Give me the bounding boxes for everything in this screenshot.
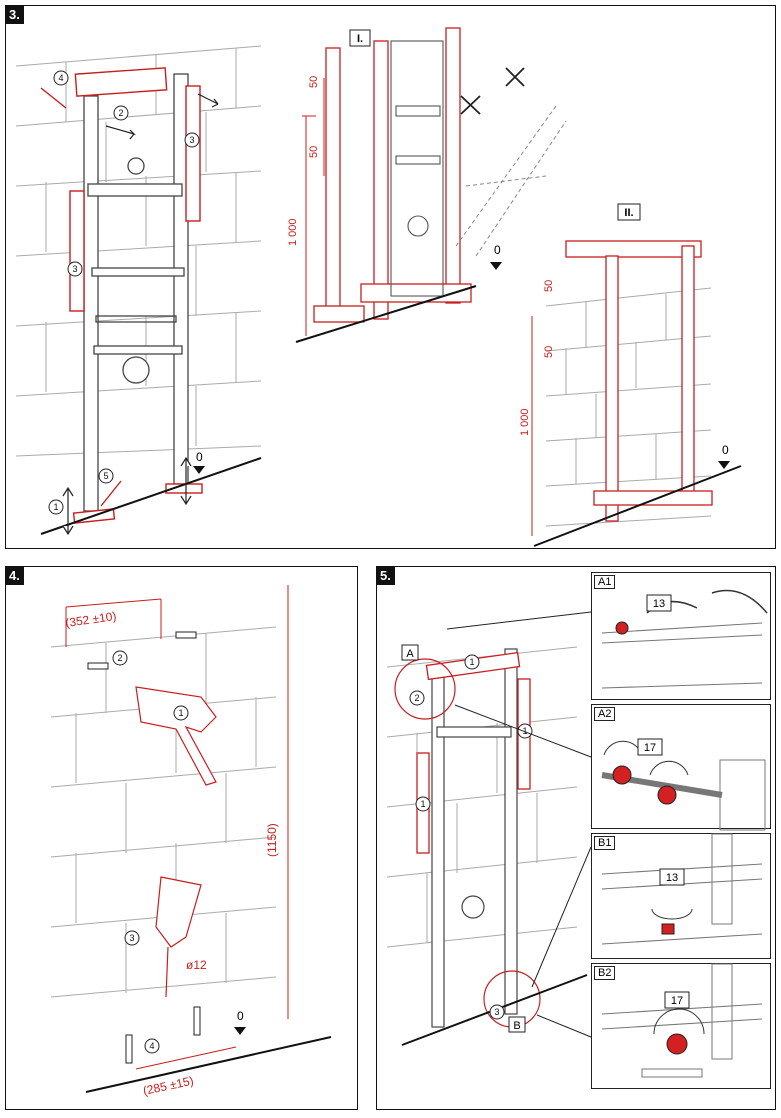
step-markers: [409, 654, 533, 1020]
marker-1: 1: [178, 708, 183, 718]
leader-lines: [446, 611, 592, 1038]
installation-frame: [431, 648, 518, 1028]
step-3-illustration: 4 2 3 3 5 1 0 I.: [15, 27, 742, 547]
detail-a2-drawing: 17: [601, 738, 766, 831]
step-number: 4.: [6, 567, 24, 585]
floor-line: [85, 1036, 332, 1093]
variant-1-label: I.: [357, 33, 363, 45]
variant-1-rails: [313, 27, 472, 323]
marker-3b: 3: [72, 264, 77, 274]
step-number: 5.: [377, 567, 395, 585]
callout-a: A: [406, 648, 414, 660]
step-number: 3.: [6, 6, 24, 24]
marker-3a: 3: [189, 135, 194, 145]
dimension-lines: [65, 585, 289, 1070]
detail-a2: A2 17: [591, 704, 771, 831]
wrench-size-13b: 13: [666, 872, 678, 884]
dim-50-mid: 50: [308, 146, 320, 158]
marker-4: 4: [58, 73, 63, 83]
zero-level-label: 0: [196, 450, 203, 464]
marker-2: 2: [117, 653, 122, 663]
detail-b2-tag: B2: [594, 966, 616, 980]
detail-a2-tag: A2: [594, 707, 616, 721]
callout-b: B: [513, 1020, 520, 1032]
step-markers: [112, 650, 189, 1054]
floor-line-2: [533, 465, 742, 547]
floor-line: [40, 457, 262, 535]
step-5-panel: 5. 1 1 1 2 3: [376, 566, 776, 1110]
detail-b2: B2 17: [591, 963, 771, 1089]
dim-50-mid-2: 50: [543, 346, 555, 358]
zero-level-label: 0: [237, 1009, 244, 1023]
detail-b1-drawing: 13: [601, 833, 763, 945]
brick-wall: [50, 626, 277, 998]
zero-marker-icon: [234, 1027, 246, 1035]
dim-50-top-2: 50: [543, 280, 555, 292]
wall-plugs: [87, 631, 201, 1064]
step-5-illustration: 1 1 1 2 3 A B: [386, 611, 592, 1046]
variant-2-label: II.: [624, 207, 633, 219]
marker-1c: 1: [420, 799, 425, 809]
detail-b2-drawing: 17: [601, 963, 763, 1078]
dim-1000-2: 1 000: [519, 408, 531, 436]
zero-level-label-2: 0: [722, 443, 729, 457]
variant-2-box: [617, 203, 641, 221]
marker-1a: 1: [469, 657, 474, 667]
detail-b1: B1 13: [591, 833, 771, 959]
dim-352: (352 ±10): [64, 609, 117, 630]
marker-1b: 1: [522, 726, 527, 736]
dimension-lines-1: [302, 78, 325, 336]
callout-a-box: [401, 644, 419, 661]
dim-1150: (1150): [265, 823, 279, 857]
marker-3: 3: [494, 1007, 499, 1017]
installation-frame: [83, 73, 189, 512]
brick-wall: [15, 45, 262, 457]
detail-a1-tag: A1: [594, 575, 616, 589]
detail-b1-tag: B1: [594, 836, 616, 850]
step-3-panel: 3.: [5, 5, 776, 549]
adjust-arrows: [62, 93, 219, 536]
step-4-illustration: (352 ±10) (1150) ø12 (285 ±15) 1 2 3 4 0: [50, 585, 332, 1098]
zero-marker-icon-2: [718, 461, 730, 469]
marker-2: 2: [414, 693, 419, 703]
marker-3: 3: [129, 933, 134, 943]
callout-b-box: [508, 1016, 526, 1033]
wrench-size-13: 13: [653, 598, 665, 610]
marker-4: 4: [149, 1041, 154, 1051]
dim-drill: ø12: [186, 958, 207, 972]
zero-marker-icon: [193, 466, 205, 474]
step-4-panel: 4. (352 ±10) (1150) ø12 (285 ±15): [5, 566, 358, 1110]
dim-50-top: 50: [308, 76, 320, 88]
variant-2-rails: [565, 240, 713, 522]
marker-1: 1: [53, 502, 58, 512]
floor-line-1: [295, 285, 477, 343]
variant-1-frame: [390, 40, 444, 297]
step-markers: [48, 70, 200, 515]
drill-icon: [135, 686, 217, 998]
detail-a1-drawing: 13: [601, 589, 768, 689]
marker-2: 2: [118, 108, 123, 118]
marker-5: 5: [103, 471, 108, 481]
zero-level-label-1: 0: [494, 243, 501, 257]
tilt-ghost-frame: [455, 105, 567, 257]
wrench-size-17b: 17: [671, 995, 683, 1007]
dim-1000: 1 000: [287, 218, 299, 246]
zero-marker-icon-1: [490, 262, 502, 270]
detail-a1: A1 13: [591, 572, 771, 700]
cross-out-icon: [460, 67, 525, 115]
variant-1-box: [349, 29, 371, 47]
wrench-size-17: 17: [644, 742, 656, 754]
